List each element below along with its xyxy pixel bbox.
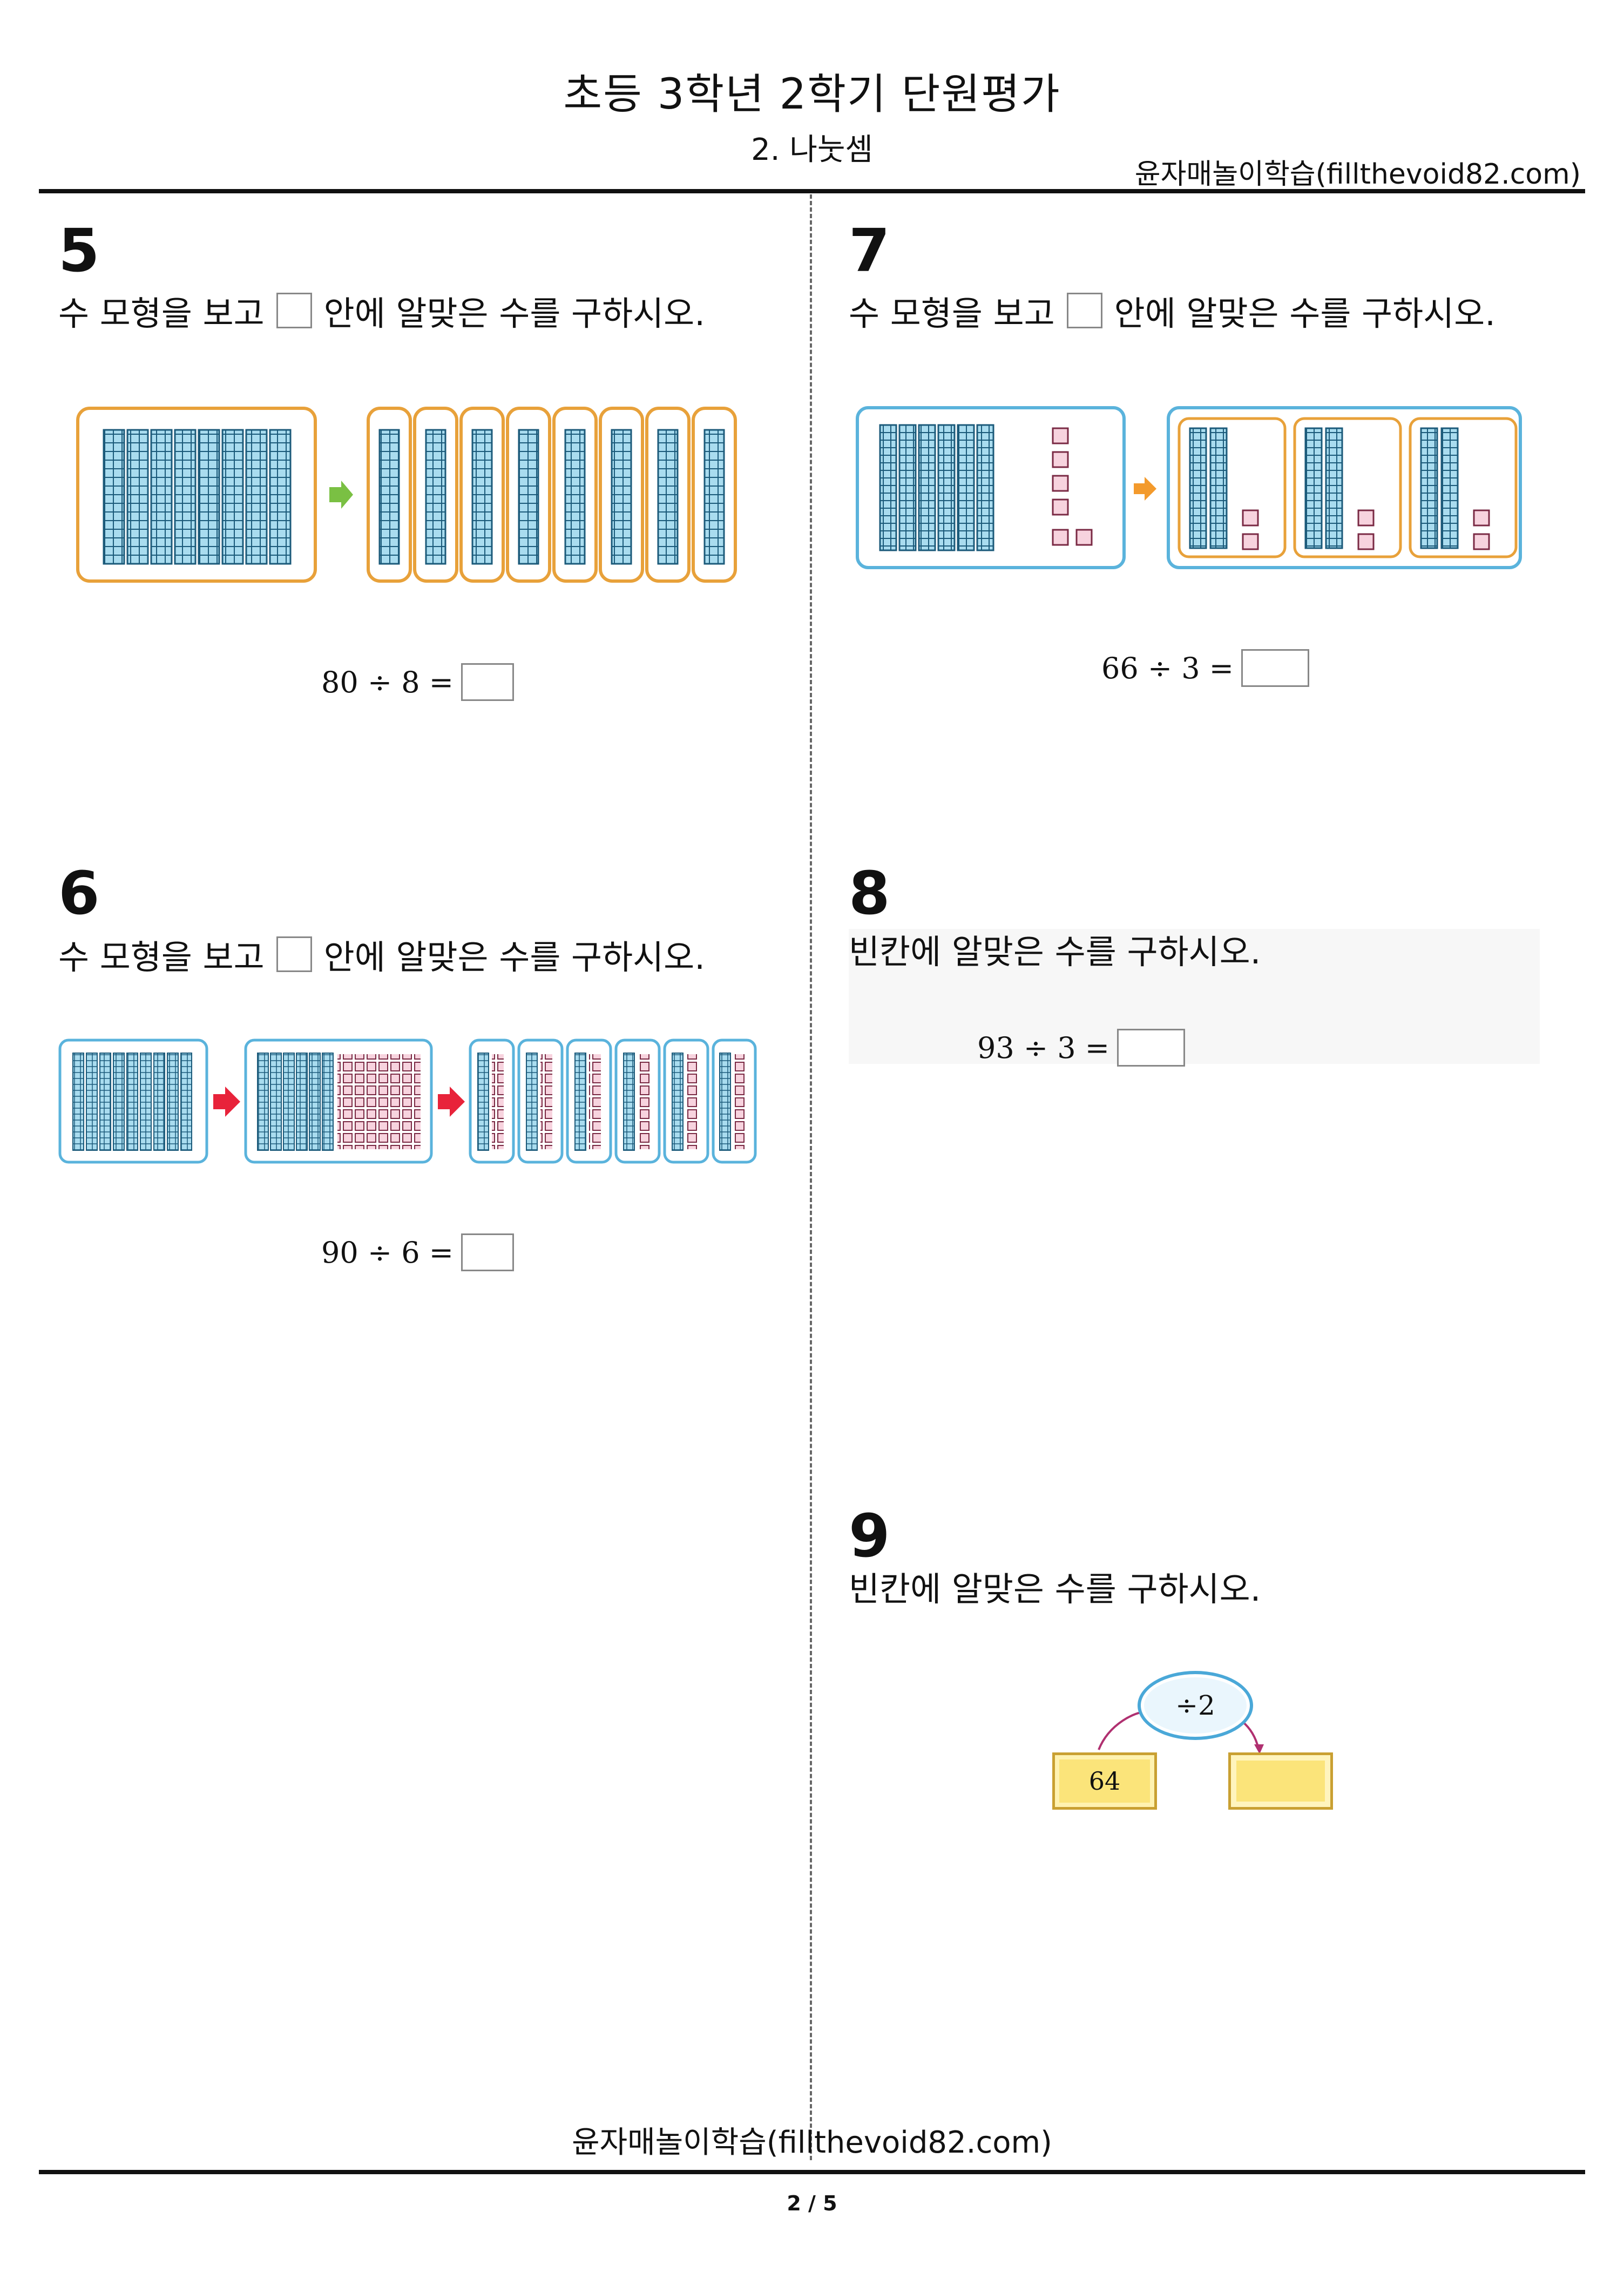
rod-group-eight-tens: [103, 429, 292, 565]
operator-oval: ÷2: [1138, 1671, 1253, 1740]
question-6-text-after: 안에 알맞은 수를 구하시오.: [323, 938, 705, 977]
eight-groups-of-one-ten: [367, 407, 737, 583]
question-7-answer-box[interactable]: [1241, 649, 1310, 687]
question-8-text: 빈칸에 알맞은 수를 구하시오.: [849, 932, 1261, 972]
footer-rule: [39, 2170, 1585, 2174]
rod-group-nine-tens: [72, 1053, 192, 1151]
arrowhead-icon: [1254, 1744, 1264, 1754]
question-9-text: 빈칸에 알맞은 수를 구하시오.: [849, 1569, 1261, 1609]
question-8-answer-box[interactable]: [1117, 1029, 1186, 1067]
question-5-number: 5: [58, 216, 100, 285]
three-groups-of-twenty-two: [1178, 417, 1518, 558]
arrow-right-icon: [438, 1087, 465, 1117]
answer-square-icon: [1066, 293, 1102, 328]
question-5-text: 수 모형을 보고 안에 알맞은 수를 구하시오.: [58, 286, 705, 335]
site-credit-top: 윤자매놀이학습(fillthevoid82.com): [1134, 158, 1581, 191]
question-7-text: 수 모형을 보고 안에 알맞은 수를 구하시오.: [849, 286, 1496, 335]
question-5-base-ten-model: [76, 407, 737, 583]
question-6-text: 수 모형을 보고 안에 알맞은 수를 구하시오.: [58, 930, 705, 979]
question-6-number: 6: [58, 859, 100, 928]
six-tens-six-units: [879, 424, 1093, 551]
question-7-equation-text: 66 ÷ 3 =: [1101, 651, 1234, 685]
worksheet-title: 초등 3학년 2학기 단원평가: [563, 70, 1061, 119]
question-5-text-after: 안에 알맞은 수를 구하시오.: [323, 294, 705, 333]
question-8-panel: [849, 929, 1540, 1064]
start-value-box: 64: [1052, 1752, 1157, 1810]
site-credit-bottom: 윤자매놀이학습(fillthevoid82.com): [572, 2125, 1052, 2160]
question-5-equation-text: 80 ÷ 8 =: [321, 665, 454, 699]
question-6-text-before: 수 모형을 보고: [58, 938, 265, 977]
question-5-answer-box[interactable]: [461, 663, 515, 701]
question-8-number: 8: [849, 859, 890, 928]
question-7-text-before: 수 모형을 보고: [849, 294, 1055, 333]
answer-square-icon: [276, 293, 312, 328]
question-6-answer-box[interactable]: [461, 1233, 515, 1271]
question-6-equation-text: 90 ÷ 6 =: [321, 1235, 454, 1270]
question-7-text-after: 안에 알맞은 수를 구하시오.: [1114, 294, 1496, 333]
question-7-base-ten-model: [856, 406, 1522, 569]
arrow-right-icon: [329, 481, 353, 509]
question-7-number: 7: [849, 216, 890, 285]
question-8-equation-text: 93 ÷ 3 =: [977, 1030, 1110, 1065]
result-answer-box[interactable]: [1228, 1752, 1333, 1810]
question-5-equation: 80 ÷ 8 =: [321, 663, 515, 701]
question-9-flow-diagram: ÷2 64: [1045, 1663, 1347, 1815]
unit-subtitle: 2. 나눗셈: [751, 132, 873, 167]
arrow-right-icon: [1134, 477, 1156, 501]
six-groups-of-fifteen: [469, 1039, 757, 1164]
question-9-number: 9: [849, 1501, 890, 1570]
answer-square-icon: [276, 936, 312, 972]
column-divider: [810, 194, 812, 2160]
page-number: 2 / 5: [787, 2191, 837, 2215]
question-5-text-before: 수 모형을 보고: [58, 294, 265, 333]
rods-and-units: [257, 1053, 421, 1151]
question-7-equation: 66 ÷ 3 =: [1101, 649, 1310, 687]
arrow-right-icon: [213, 1087, 240, 1117]
header-rule: [39, 189, 1585, 193]
curved-arrow-in-icon: [1098, 1711, 1145, 1750]
question-6-base-ten-model: [58, 1039, 757, 1164]
question-6-equation: 90 ÷ 6 =: [321, 1233, 515, 1271]
question-8-equation: 93 ÷ 3 =: [977, 1029, 1186, 1067]
